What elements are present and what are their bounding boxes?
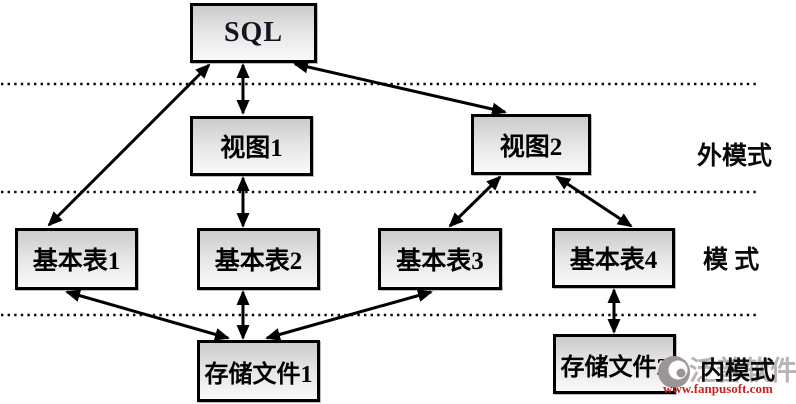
edge-sql-view2 <box>293 60 507 116</box>
edge-sql-table1 <box>47 63 211 227</box>
watermark-url: www.fanpusoft.com <box>663 381 773 396</box>
node-table4: 基本表4 <box>552 228 675 288</box>
watermark-brand: 泛普软件 <box>689 356 796 386</box>
fanpu-swirl-logo <box>658 356 690 388</box>
node-table1: 基本表1 <box>15 228 138 290</box>
node-file1: 存储文件1 <box>197 340 320 402</box>
node-sql: SQL <box>190 3 317 63</box>
node-table3: 基本表3 <box>378 228 502 290</box>
node-file2: 存储文件2 <box>553 334 676 394</box>
label-conceptual-schema: 模 式 <box>703 247 760 274</box>
edge-table3-file1 <box>265 289 433 341</box>
edge-view2-table4 <box>555 175 633 228</box>
edge-table1-file1 <box>65 289 230 341</box>
node-table2: 基本表2 <box>197 228 320 290</box>
label-external-schema: 外模式 <box>697 143 773 170</box>
edge-view2-table3 <box>448 175 502 228</box>
node-view1: 视图1 <box>190 116 313 176</box>
label-internal-schema: 内模式 <box>700 358 776 385</box>
node-view2: 视图2 <box>471 114 591 175</box>
